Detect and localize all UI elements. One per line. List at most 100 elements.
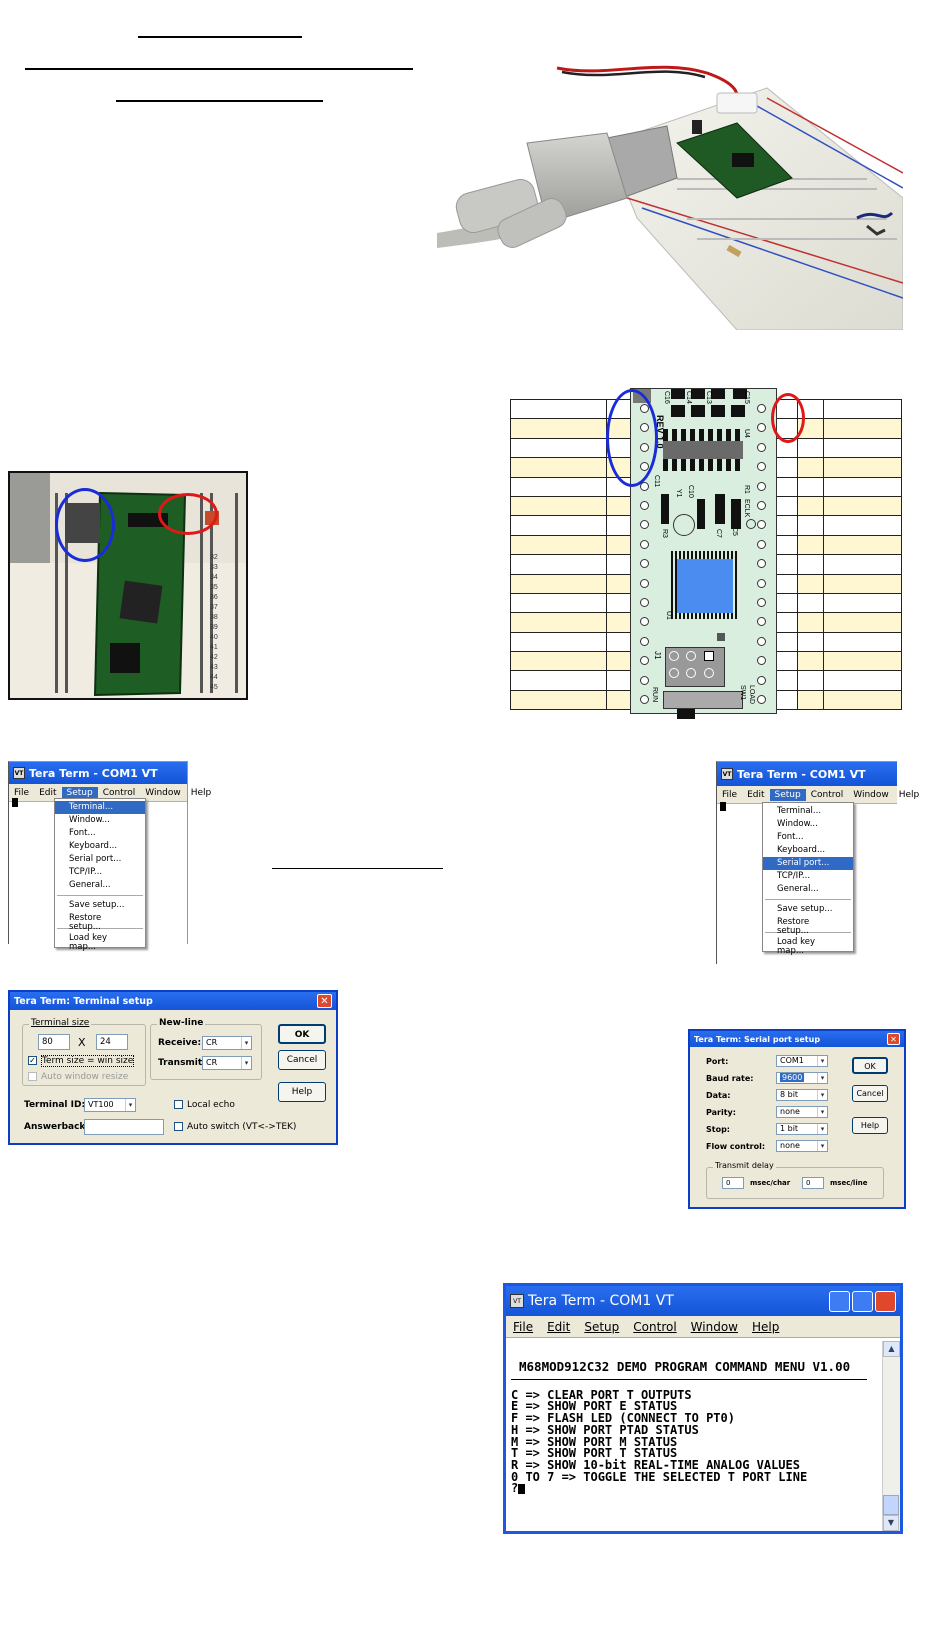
pinout-cell bbox=[823, 534, 902, 556]
menu-setup[interactable]: Setup bbox=[61, 786, 98, 799]
menu-item-serial-port[interactable]: Serial port... bbox=[763, 857, 853, 870]
data-select[interactable]: 8 bit▾ bbox=[776, 1089, 828, 1101]
scroll-thumb[interactable] bbox=[883, 1495, 899, 1515]
ok-button[interactable]: OK bbox=[278, 1024, 326, 1044]
pin-hole bbox=[640, 636, 649, 646]
pinout-cell bbox=[823, 670, 902, 691]
pinout-red-circle bbox=[771, 393, 805, 443]
minimize-icon[interactable] bbox=[829, 1290, 850, 1312]
close-icon[interactable] bbox=[875, 1290, 896, 1312]
scroll-down-arrow-icon[interactable]: ▼ bbox=[883, 1515, 899, 1531]
row-num: 38 bbox=[210, 614, 218, 621]
menu-item-serial-port[interactable]: Serial port... bbox=[69, 854, 122, 864]
eclk-via bbox=[746, 519, 756, 529]
menu-item-general[interactable]: General... bbox=[69, 880, 111, 890]
flow-control-select[interactable]: none▾ bbox=[776, 1140, 828, 1152]
menu-separator bbox=[765, 932, 851, 933]
transmit-select[interactable]: CR▾ bbox=[202, 1056, 252, 1070]
cancel-button[interactable]: Cancel bbox=[852, 1085, 888, 1102]
pin-hole bbox=[640, 578, 649, 588]
menu-item-save-setup[interactable]: Save setup... bbox=[777, 904, 833, 914]
menu-edit[interactable]: Edit bbox=[39, 787, 57, 798]
port-select[interactable]: COM1▾ bbox=[776, 1055, 828, 1067]
teraterm-main-window: VT Tera Term - COM1 VT File Edit Setup C… bbox=[503, 1283, 903, 1534]
auto-switch-checkbox[interactable]: Auto switch (VT<->TEK) bbox=[174, 1122, 296, 1132]
menu-item-general[interactable]: General... bbox=[777, 884, 819, 894]
line-delay-field[interactable]: 0 bbox=[802, 1177, 824, 1189]
cancel-button[interactable]: Cancel bbox=[278, 1050, 326, 1070]
pin-hole bbox=[640, 675, 649, 685]
chevron-down-icon: ▾ bbox=[125, 1099, 135, 1111]
baud-rate-select[interactable]: 9600▾ bbox=[776, 1072, 828, 1084]
menu-item-terminal[interactable]: Terminal... bbox=[55, 801, 145, 814]
baud-rate-value: 9600 bbox=[780, 1073, 805, 1082]
menu-setup[interactable]: Setup bbox=[584, 1319, 620, 1334]
vertical-scrollbar[interactable]: ▲ ▼ bbox=[882, 1341, 900, 1531]
board-label-u1: U1 bbox=[665, 611, 672, 620]
menu-item-load-key-map[interactable]: Load key map... bbox=[777, 937, 815, 956]
pinout-cell bbox=[510, 651, 607, 672]
help-button[interactable]: Help bbox=[278, 1082, 326, 1102]
maximize-icon[interactable] bbox=[852, 1290, 873, 1312]
menu-item-save-setup[interactable]: Save setup... bbox=[69, 900, 125, 910]
menu-file[interactable]: File bbox=[14, 787, 30, 798]
menu-item-terminal[interactable]: Terminal... bbox=[777, 806, 822, 816]
auto-window-resize-label: Auto window resize bbox=[41, 1072, 129, 1082]
terminal-line: T => SHOW PORT T STATUS bbox=[511, 1446, 678, 1461]
menu-file[interactable]: File bbox=[722, 789, 738, 800]
menu-help[interactable]: Help bbox=[752, 1319, 780, 1334]
cols-field[interactable]: 80 bbox=[38, 1034, 70, 1050]
receive-select[interactable]: CR▾ bbox=[202, 1036, 252, 1050]
local-echo-checkbox[interactable]: Local echo bbox=[174, 1100, 235, 1110]
row-num: 45 bbox=[210, 684, 218, 691]
menu-item-keyboard[interactable]: Keyboard... bbox=[69, 841, 118, 851]
menu-control[interactable]: Control bbox=[102, 787, 136, 798]
row-num: 42 bbox=[210, 654, 218, 661]
menu-edit[interactable]: Edit bbox=[547, 1319, 571, 1334]
port-label: Port: bbox=[706, 1057, 729, 1066]
answerback-field[interactable] bbox=[84, 1119, 164, 1135]
cap-c15 bbox=[733, 389, 747, 399]
window-title: Tera Term - COM1 VT bbox=[737, 767, 866, 781]
menu-window[interactable]: Window bbox=[853, 789, 889, 800]
menu-item-font[interactable]: Font... bbox=[777, 832, 804, 842]
stop-select[interactable]: 1 bit▾ bbox=[776, 1123, 828, 1135]
menu-item-keyboard[interactable]: Keyboard... bbox=[777, 845, 826, 855]
term-size-win-checkbox[interactable]: ✓Term size = win size bbox=[28, 1055, 135, 1067]
cap-c13 bbox=[711, 389, 725, 399]
menu-item-window[interactable]: Window... bbox=[777, 819, 818, 829]
pin-hole bbox=[640, 695, 649, 704]
menu-help[interactable]: Help bbox=[190, 787, 212, 798]
menu-control[interactable]: Control bbox=[810, 789, 844, 800]
menu-item-restore-setup[interactable]: Restore setup... bbox=[69, 913, 102, 932]
pin-hole bbox=[757, 598, 766, 607]
menu-edit[interactable]: Edit bbox=[747, 789, 765, 800]
parity-select[interactable]: none▾ bbox=[776, 1106, 828, 1118]
menu-item-font[interactable]: Font... bbox=[69, 828, 96, 838]
close-icon[interactable]: ✕ bbox=[887, 1033, 900, 1045]
menu-control[interactable]: Control bbox=[633, 1319, 677, 1334]
data-label: Data: bbox=[706, 1091, 731, 1100]
pinout-cell bbox=[510, 437, 607, 459]
close-icon[interactable]: ✕ bbox=[317, 994, 332, 1008]
terminal-id-select[interactable]: VT100▾ bbox=[84, 1098, 136, 1112]
transmit-label: Transmit: bbox=[158, 1058, 206, 1068]
char-delay-field[interactable]: 0 bbox=[722, 1177, 744, 1189]
menu-item-tcpip[interactable]: TCP/IP... bbox=[69, 867, 103, 877]
menu-item-tcpip[interactable]: TCP/IP... bbox=[777, 871, 811, 881]
terminal-output[interactable]: M68MOD912C32 DEMO PROGRAM COMMAND MENU V… bbox=[506, 1341, 882, 1531]
menu-item-load-key-map[interactable]: Load key map... bbox=[69, 933, 107, 952]
menu-setup[interactable]: Setup bbox=[769, 788, 806, 801]
pinout-cell bbox=[797, 592, 825, 614]
menu-item-restore-setup[interactable]: Restore setup... bbox=[777, 917, 810, 936]
ok-button[interactable]: OK bbox=[852, 1057, 888, 1074]
auto-switch-label: Auto switch (VT<->TEK) bbox=[187, 1122, 297, 1132]
help-button[interactable]: Help bbox=[852, 1117, 888, 1134]
menu-window[interactable]: Window bbox=[690, 1319, 738, 1334]
menu-item-window[interactable]: Window... bbox=[69, 815, 110, 825]
menu-file[interactable]: File bbox=[513, 1319, 534, 1334]
menu-help[interactable]: Help bbox=[898, 789, 920, 800]
rows-field[interactable]: 24 bbox=[96, 1034, 128, 1050]
menu-window[interactable]: Window bbox=[145, 787, 181, 798]
scroll-up-arrow-icon[interactable]: ▲ bbox=[883, 1341, 900, 1357]
